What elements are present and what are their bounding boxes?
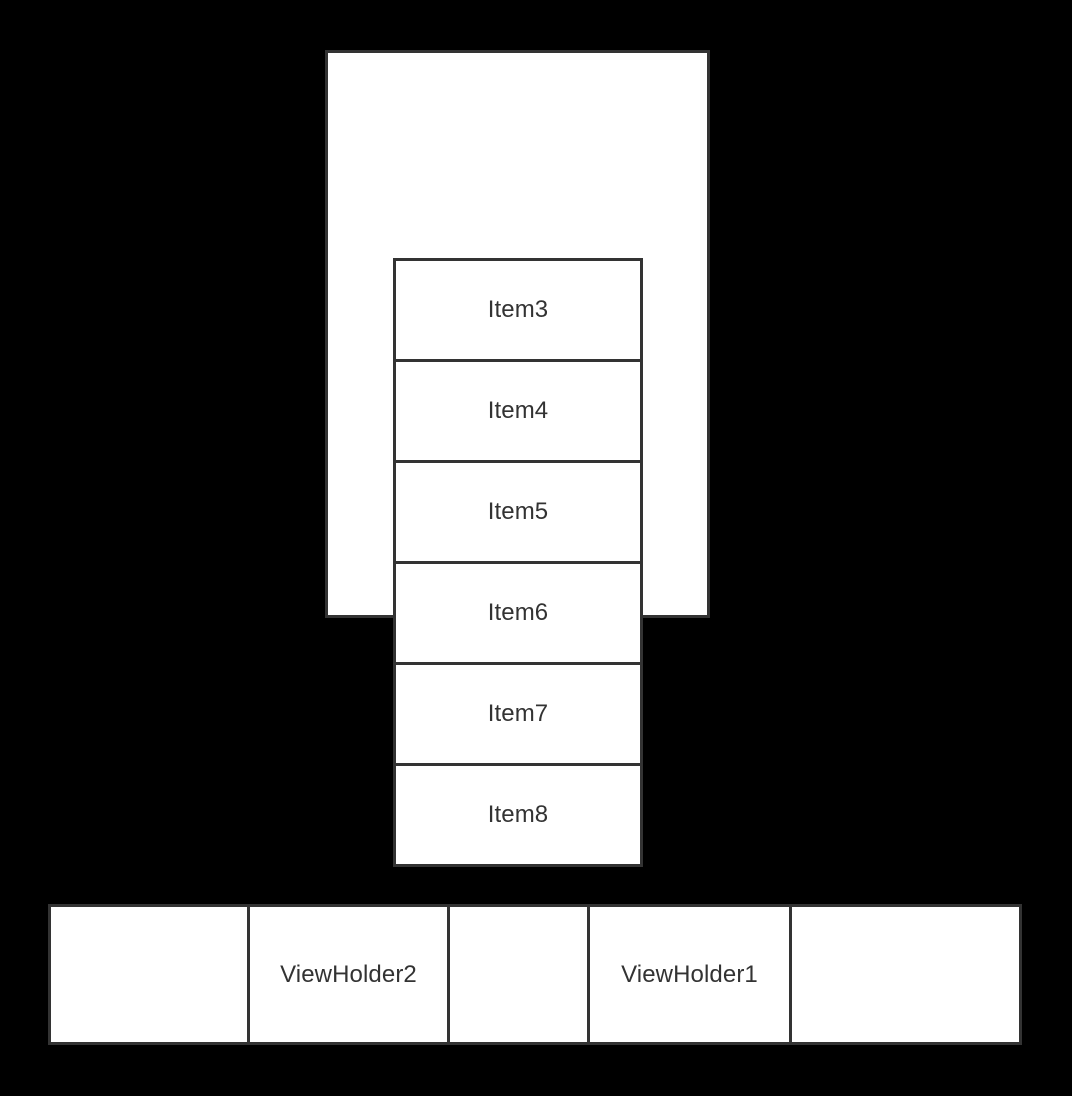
viewholder-cell-empty[interactable] xyxy=(48,904,250,1045)
item-label: Item4 xyxy=(487,397,549,424)
item-label: Item7 xyxy=(487,700,549,727)
item-box[interactable]: Item7 xyxy=(393,662,643,766)
viewholder-row: ViewHolder2 ViewHolder1 xyxy=(48,904,1022,1045)
item-label: Item5 xyxy=(487,498,549,525)
item-box[interactable]: Item8 xyxy=(393,763,643,867)
viewholder-label: ViewHolder1 xyxy=(621,960,758,988)
viewholder-label: ViewHolder2 xyxy=(280,960,417,988)
viewholder-cell-empty[interactable] xyxy=(789,904,1022,1045)
item-box[interactable]: Item5 xyxy=(393,460,643,564)
item-box[interactable]: Item3 xyxy=(393,258,643,362)
item-box[interactable]: Item6 xyxy=(393,561,643,665)
viewholder-cell[interactable]: ViewHolder2 xyxy=(247,904,450,1045)
viewholder-cell[interactable]: ViewHolder1 xyxy=(587,904,792,1045)
viewholder-cell-empty[interactable] xyxy=(447,904,590,1045)
item-label: Item6 xyxy=(487,599,549,626)
item-label: Item3 xyxy=(487,296,549,323)
item-label: Item8 xyxy=(487,801,549,828)
item-box[interactable]: Item4 xyxy=(393,359,643,463)
